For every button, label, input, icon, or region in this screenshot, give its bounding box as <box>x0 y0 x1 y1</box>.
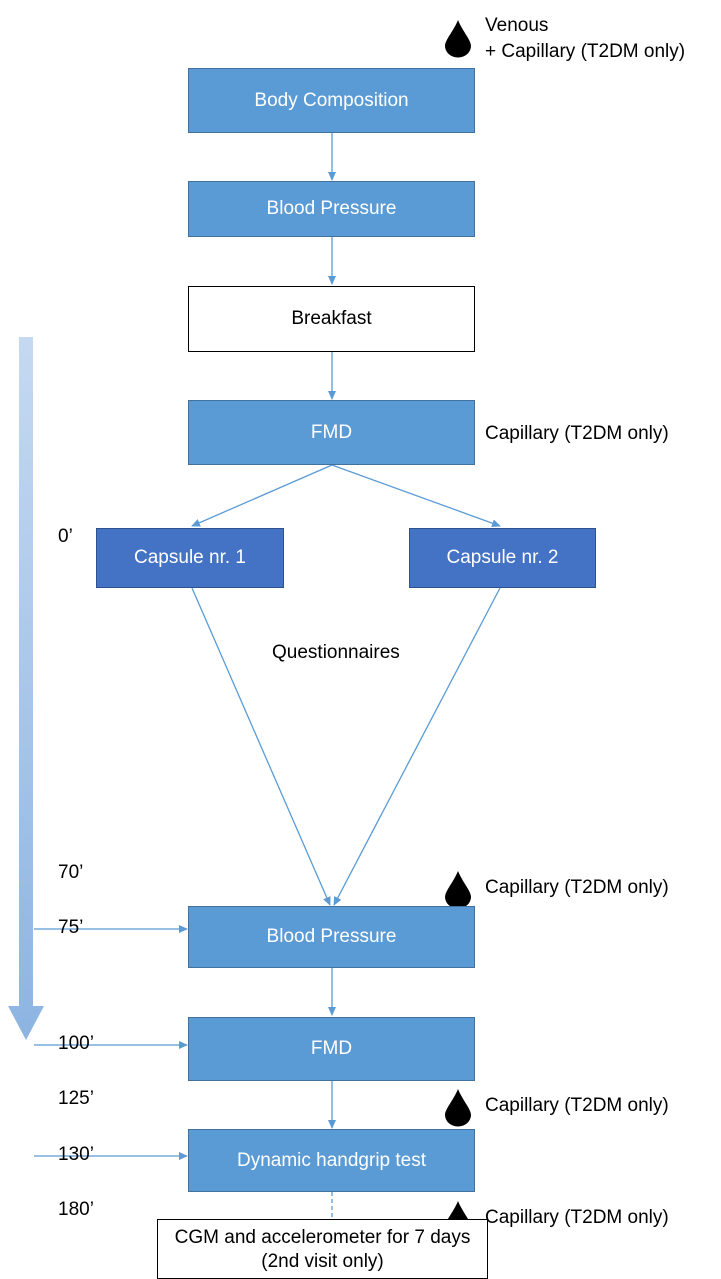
time-label: 70’ <box>58 862 84 883</box>
blood-drop-icon <box>445 871 471 909</box>
flow-connectors <box>8 133 501 1238</box>
venous-sample-label: Venous <box>485 15 549 36</box>
capillary-sample-label: Capillary (T2DM only) <box>485 877 669 898</box>
time-label: 125’ <box>58 1088 94 1109</box>
blood-pressure-box: Blood Pressure <box>188 181 475 237</box>
cgm-accelerometer-box: CGM and accelerometer for 7 days (2nd vi… <box>157 1219 488 1279</box>
capsule-1-box: Capsule nr. 1 <box>96 528 284 588</box>
capsule-2-box: Capsule nr. 2 <box>409 528 596 588</box>
questionnaires-label: Questionnaires <box>272 642 400 663</box>
capillary-sample-label: Capillary (T2DM only) <box>485 1095 669 1116</box>
capillary-sample-label: Capillary (T2DM only) <box>485 1207 669 1228</box>
dynamic-handgrip-box: Dynamic handgrip test <box>188 1129 475 1192</box>
time-label: 180’ <box>58 1199 94 1220</box>
fmd-box: FMD <box>188 400 475 465</box>
capillary-sample-label: Capillary (T2DM only) <box>485 423 669 444</box>
blood-drop-icon <box>445 1089 471 1127</box>
blood-pressure-box: Blood Pressure <box>188 906 475 968</box>
time-label: 100’ <box>58 1033 94 1054</box>
time-label: 130’ <box>58 1144 94 1165</box>
time-label: 0’ <box>58 526 73 547</box>
venous-capillary-sample-label: + Capillary (T2DM only) <box>485 41 686 62</box>
fmd-box: FMD <box>188 1017 475 1081</box>
blood-drop-icon <box>445 20 471 58</box>
breakfast-box: Breakfast <box>188 286 475 352</box>
time-label: 75’ <box>58 917 84 938</box>
body-composition-box: Body Composition <box>188 68 475 133</box>
timeline-arrow <box>8 337 44 1040</box>
